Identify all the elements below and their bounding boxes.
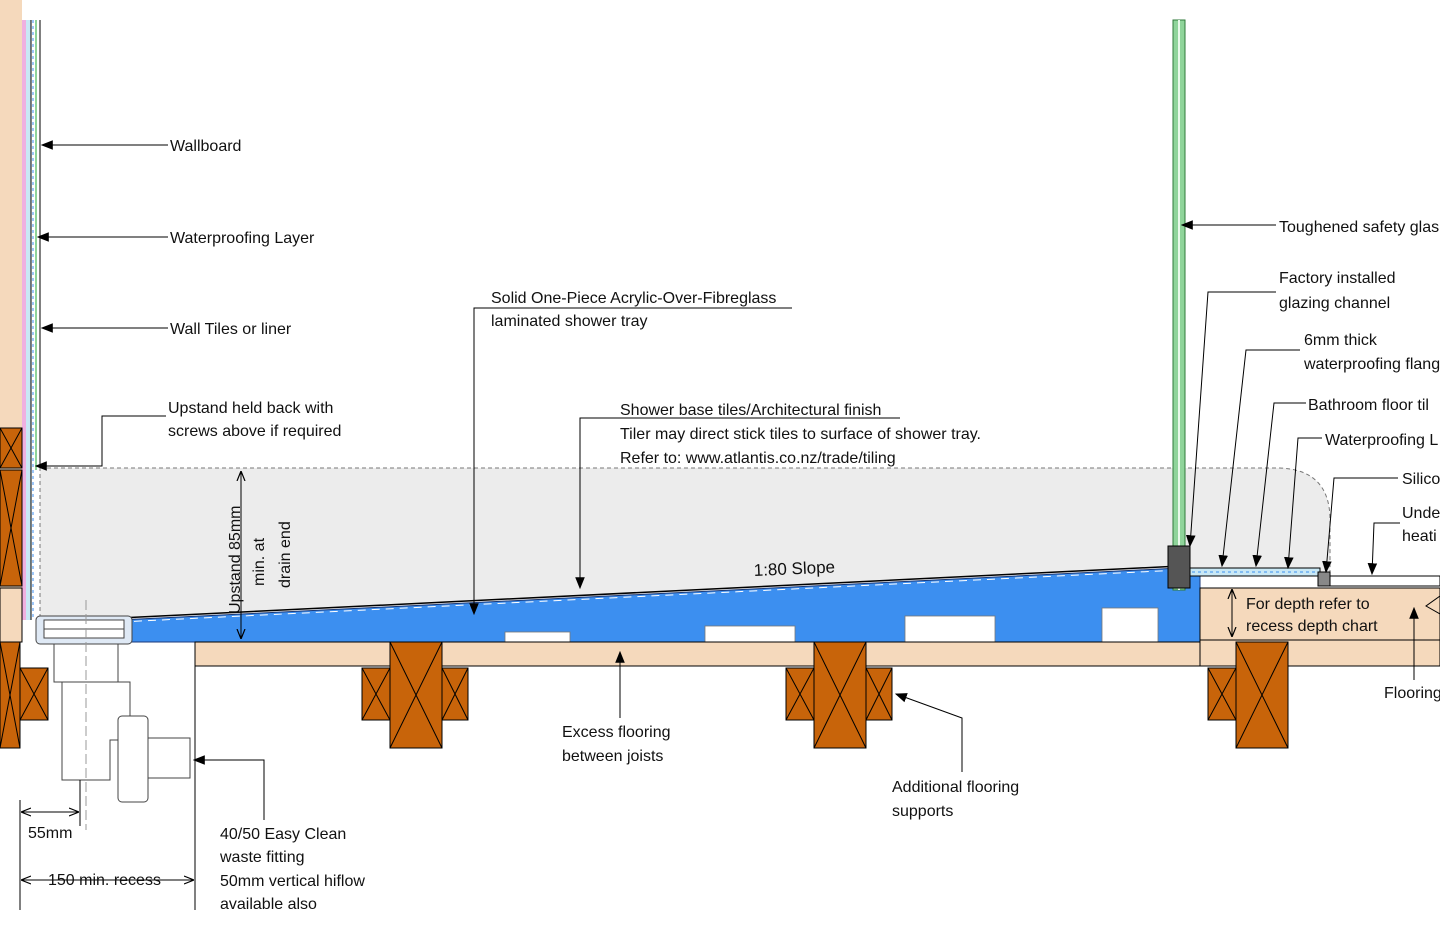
joist: [1207, 641, 1289, 749]
label-depth-line2: recess depth chart: [1246, 618, 1378, 635]
joist: [785, 641, 893, 749]
label-upstand-line2: screws above if required: [168, 423, 341, 440]
drain-waste-fitting: [35, 600, 191, 830]
silicone-bead: [1317, 571, 1331, 587]
label-channel-line1: Factory installed: [1279, 270, 1396, 287]
label-waste-line4: available also: [220, 896, 317, 913]
joist: [0, 641, 49, 749]
label-dim-55: 55mm: [28, 825, 72, 842]
glazing-channel: [1167, 545, 1191, 589]
leader-lines: [19, 140, 1440, 910]
label-upstand-line1: Upstand held back with: [168, 400, 333, 417]
label-tray-line1: Solid One-Piece Acrylic-Over-Fibreglass: [491, 290, 776, 307]
label-flooring: Flooring: [1384, 685, 1440, 702]
label-upstand-dim-2: min. at: [251, 537, 268, 586]
label-tiles-line2: Tiler may direct stick tiles to surface …: [620, 426, 981, 443]
label-excess-line2: between joists: [562, 748, 663, 765]
label-flange-line1: 6mm thick: [1304, 332, 1378, 349]
label-depth-line1: For depth refer to: [1246, 596, 1370, 613]
label-wall-tiles: Wall Tiles or liner: [170, 321, 292, 338]
joist: [361, 641, 469, 749]
label-underfloor-line2: heati: [1402, 528, 1437, 545]
label-upstand-dim-1: Upstand 85mm: [227, 506, 244, 615]
label-glass: Toughened safety glas: [1279, 219, 1439, 236]
label-tray-line2: laminated shower tray: [491, 313, 648, 330]
label-tiles-line3: Refer to: www.atlantis.co.nz/trade/tilin…: [620, 450, 896, 467]
label-supports-line1: Additional flooring: [892, 779, 1019, 796]
label-waste-line2: waste fitting: [219, 849, 304, 866]
label-rules: [474, 307, 900, 419]
label-waterproofing-layer: Waterproofing Layer: [170, 230, 315, 247]
label-tiles-line1: Shower base tiles/Architectural finish: [620, 402, 881, 419]
left-wall-studs: [0, 427, 23, 643]
upstand-zone: [39, 467, 1331, 621]
label-wallboard: Wallboard: [170, 138, 241, 155]
floor-board: [194, 641, 1236, 667]
floor-board-right: [1199, 587, 1440, 643]
labels: Wallboard Waterproofing Layer Wall Tiles…: [28, 138, 1440, 913]
label-waste-line1: 40/50 Easy Clean: [220, 826, 346, 843]
floor-tiles-right: [1329, 575, 1440, 587]
label-excess-line1: Excess flooring: [562, 724, 671, 741]
label-silicone: Silico: [1402, 471, 1440, 488]
label-waterproofing-right: Waterproofing L: [1325, 432, 1438, 449]
label-slope: 1:80 Slope: [753, 557, 835, 580]
label-underfloor-line1: Unde: [1402, 505, 1440, 522]
label-flange-line2: waterproofing flang: [1303, 356, 1440, 373]
label-channel-line2: glazing channel: [1279, 295, 1390, 312]
tray-voids: [504, 607, 1159, 643]
label-supports-line2: supports: [892, 803, 953, 820]
label-waste-line3: 50mm vertical hiflow: [220, 873, 365, 890]
label-dim-150: 150 min. recess: [48, 872, 161, 889]
tray-top-surface: [119, 565, 1181, 619]
label-floor-tiles: Bathroom floor til: [1308, 397, 1429, 414]
glass-panel: [1172, 19, 1186, 591]
label-upstand-dim-3: drain end: [277, 521, 294, 588]
